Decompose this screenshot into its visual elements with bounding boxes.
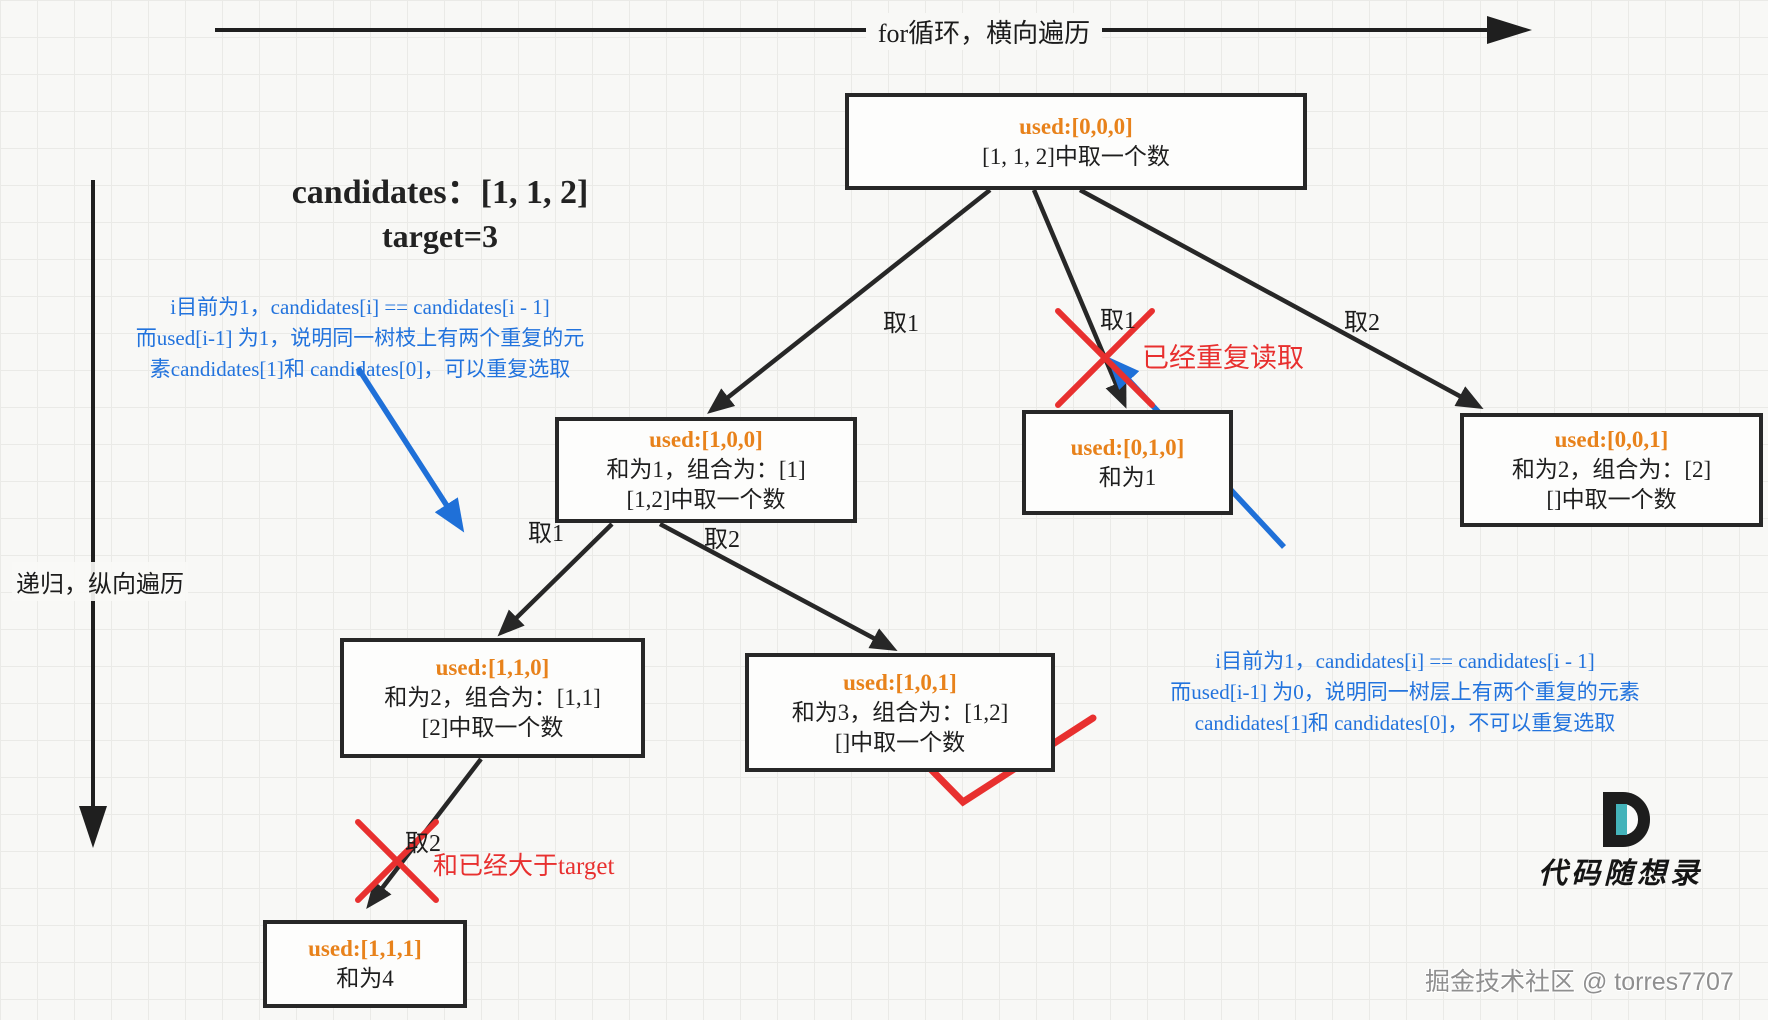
- node-110-pick-text: [2]中取一个数: [421, 715, 564, 740]
- candidates-text: candidates：[1, 1, 2]: [291, 174, 589, 211]
- edge-100-to-101: [658, 522, 898, 651]
- target-text: target=3: [382, 218, 498, 254]
- node-010-sum-text: 和为1: [1098, 464, 1157, 490]
- branch-note-line3: 素candidates[1]和 candidates[0]，可以重复选取: [149, 357, 571, 381]
- node-used-001: used:[0,0,1] 和为2，组合为：[2] []中取一个数: [1460, 413, 1763, 527]
- brand-d-logo-icon: [1603, 792, 1650, 847]
- node-111-sum-text: 和为4: [336, 966, 394, 991]
- branch-duplicate-note: i目前为1，candidates[i] == candidates[i - 1]…: [100, 292, 620, 385]
- edge-root-to-100: [707, 188, 992, 414]
- node-000-text: [1, 1, 2]中取一个数: [982, 143, 1170, 169]
- brand-name-text: 代码随想录: [1538, 858, 1704, 890]
- layer-duplicate-note: i目前为1，candidates[i] == candidates[i - 1]…: [1150, 646, 1660, 739]
- edge-label-take2-to-101: 取2: [704, 527, 740, 553]
- edge-root-to-010: [1031, 189, 1127, 409]
- edge-label-root-take2-right: 取2: [1344, 310, 1380, 336]
- branch-note-line2: 而used[i-1] 为1，说明同一树枝上有两个重复的元: [135, 326, 585, 350]
- already-read-note: 已经重复读取: [1142, 343, 1304, 373]
- node-001-sum-text: 和为2，组合为：[2]: [1511, 457, 1712, 482]
- vertical-flow-arrow: [79, 180, 107, 848]
- over-target-note: 和已经大于target: [433, 853, 615, 880]
- node-used-100: used:[1,0,0] 和为1，组合为：[1] [1,2]中取一个数: [555, 417, 857, 523]
- node-used-101: used:[1,0,1] 和为3，组合为：[1,2] []中取一个数: [745, 653, 1055, 772]
- red-marks: [355, 308, 1155, 903]
- node-000-used-label: used:[0,0,0]: [1019, 113, 1133, 139]
- branch-note-line1: i目前为1，candidates[i] == candidates[i - 1]: [170, 295, 550, 319]
- edge-label-root-take1-left: 取1: [883, 311, 919, 337]
- edge-label-root-take1-mid: 取1: [1100, 308, 1136, 334]
- node-used-111: used:[1,1,1] 和为4: [263, 920, 467, 1008]
- blue-arrow-branch-note: [355, 366, 465, 533]
- node-101-used-label: used:[1,0,1]: [843, 669, 957, 695]
- problem-statement: candidates：[1, 1, 2] target=3: [225, 172, 655, 258]
- layer-note-line2: 而used[i-1] 为0，说明同一树层上有两个重复的元素: [1170, 680, 1640, 704]
- vertical-flow-label: 递归，纵向遍历: [12, 562, 188, 601]
- node-010-used-label: used:[0,1,0]: [1070, 434, 1185, 460]
- layer-note-line3: candidates[1]和 candidates[0]，不可以重复选取: [1194, 711, 1616, 735]
- node-100-sum-text: 和为1，组合为：[1]: [606, 457, 806, 482]
- node-100-used-label: used:[1,0,0]: [649, 427, 763, 452]
- edge-label-take1-to-110: 取1: [528, 521, 564, 547]
- node-101-sum-text: 和为3，组合为：[1,2]: [791, 699, 1009, 725]
- layer-note-line1: i目前为1，candidates[i] == candidates[i - 1]: [1215, 649, 1595, 673]
- node-101-pick-text: []中取一个数: [834, 729, 966, 755]
- brand-d-logo-teal-accent: [1616, 804, 1627, 835]
- node-used-010: used:[0,1,0] 和为1: [1022, 410, 1233, 515]
- edge-label-take2-to-111: 取2: [405, 831, 441, 857]
- node-001-used-label: used:[0,0,1]: [1554, 427, 1669, 452]
- node-used-110: used:[1,1,0] 和为2，组合为：[1,1] [2]中取一个数: [340, 638, 645, 758]
- horizontal-flow-label: for循环，横向遍历: [866, 13, 1102, 50]
- community-credit-text: 掘金技术社区 @ torres7707: [1425, 968, 1734, 996]
- node-110-sum-text: 和为2，组合为：[1,1]: [384, 685, 601, 710]
- node-100-pick-text: [1,2]中取一个数: [626, 487, 786, 512]
- node-001-pick-text: []中取一个数: [1546, 487, 1677, 512]
- node-used-000: used:[0,0,0] [1, 1, 2]中取一个数: [845, 93, 1307, 190]
- node-110-used-label: used:[1,1,0]: [435, 655, 550, 680]
- node-111-used-label: used:[1,1,1]: [308, 936, 422, 961]
